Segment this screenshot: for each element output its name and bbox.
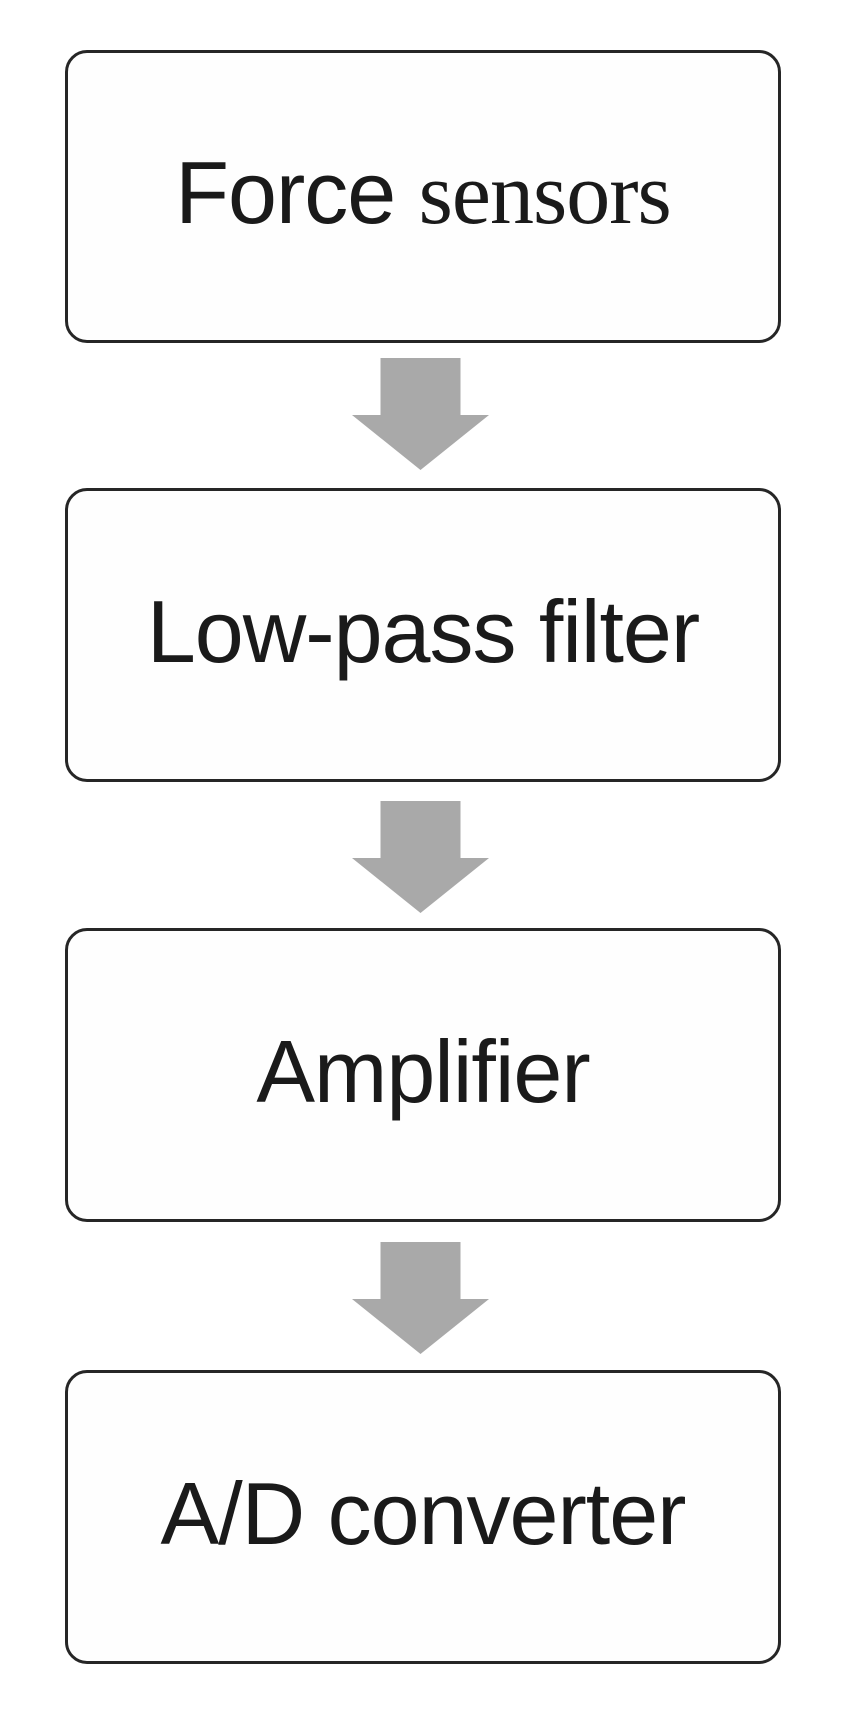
arrow-shape [352,358,489,470]
flow-node-force-sensors: Force sensors [65,50,781,343]
flow-arrow-down-icon [352,358,489,470]
flow-arrow-down-icon [352,801,489,913]
node-label-ad-converter: A/D converter [160,1464,687,1563]
node-label-low-pass-filter: Low-pass filter [146,582,700,681]
arrow-shape [352,1242,489,1354]
node-label-force-sans-part: Force [175,142,419,242]
node-label-force-sensors: Force sensors [175,145,672,245]
node-label-sensors-serif-part: sensors [418,145,672,243]
flow-node-amplifier: Amplifier [65,928,781,1222]
flow-arrow-down-icon [352,1242,489,1354]
flow-node-low-pass-filter: Low-pass filter [65,488,781,782]
node-label-amplifier: Amplifier [256,1022,590,1121]
flow-node-ad-converter: A/D converter [65,1370,781,1664]
arrow-shape [352,801,489,913]
